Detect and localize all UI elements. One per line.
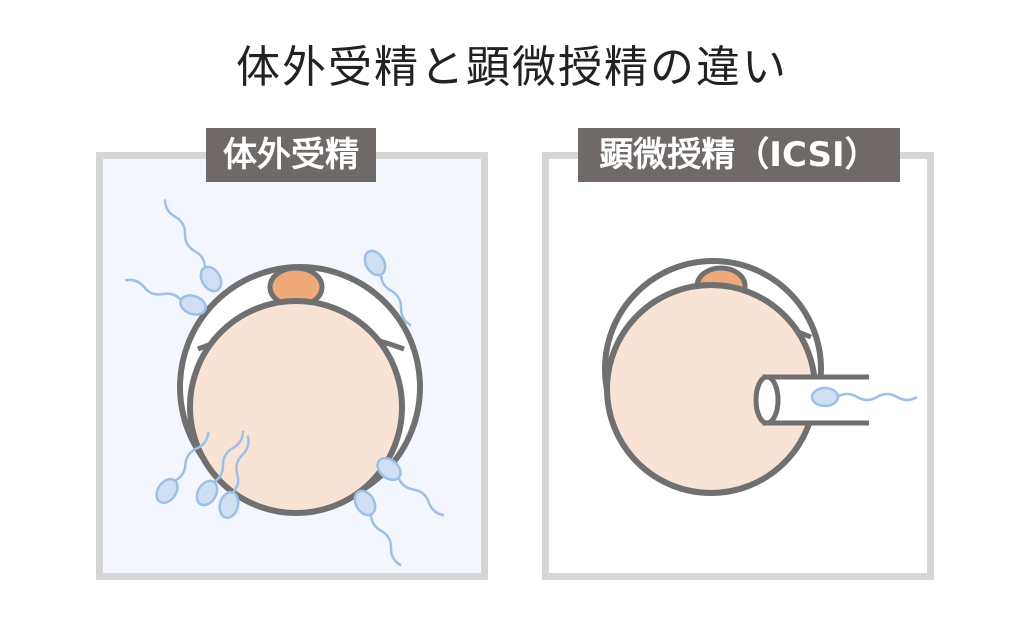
sperm-icon xyxy=(810,386,918,408)
panel-icsi-label: 顕微授精（ICSI） xyxy=(578,128,900,182)
sperm-icon xyxy=(353,489,402,567)
page-title: 体外受精と顕微授精の違い xyxy=(236,42,788,93)
sperm-icon xyxy=(125,278,207,316)
panel-ivf xyxy=(96,152,488,580)
panel-icsi xyxy=(542,152,934,580)
sperm-icon xyxy=(195,430,245,507)
panel-ivf-label: 体外受精 xyxy=(206,128,376,182)
sperm-icon xyxy=(163,199,223,293)
ivf-illustration xyxy=(125,199,445,567)
icsi-illustration xyxy=(602,258,918,496)
sperm-icon xyxy=(363,249,412,327)
sperm-icon xyxy=(218,435,250,520)
sperm-icon xyxy=(155,431,210,505)
egg-cell xyxy=(187,298,405,516)
sperm-icon xyxy=(376,456,445,517)
